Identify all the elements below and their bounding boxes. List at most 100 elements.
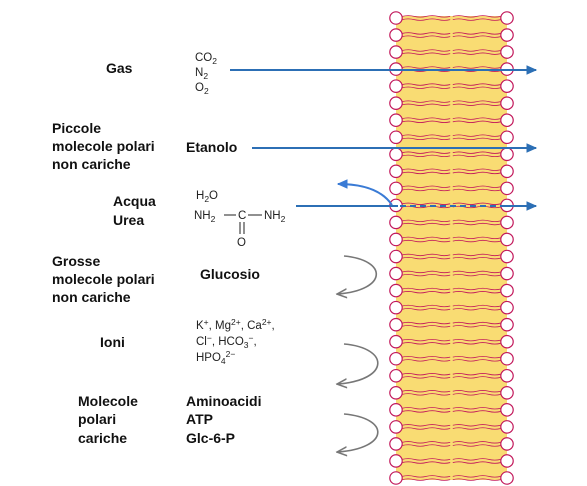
lipid-tail bbox=[452, 168, 501, 171]
lipid-tails bbox=[402, 15, 501, 481]
lipid-tail bbox=[452, 458, 501, 461]
lipid-tail bbox=[452, 338, 501, 342]
lipid-tail bbox=[452, 441, 501, 444]
lipid-tail bbox=[402, 478, 451, 481]
phospholipid-head bbox=[500, 130, 514, 145]
row-ions: Ioni K+, Mg2+, Ca2+, Cl−, HCO3−, HPO42− bbox=[100, 317, 379, 384]
lipid-tail bbox=[452, 100, 501, 103]
lipid-tail bbox=[452, 424, 501, 427]
lipid-tail bbox=[452, 171, 501, 175]
phospholipid-head bbox=[389, 386, 403, 400]
polar-heads-right bbox=[500, 11, 514, 485]
phospholipid-head bbox=[500, 45, 514, 59]
lipid-tail bbox=[402, 274, 451, 277]
label-small-polar-line3: non cariche bbox=[52, 156, 131, 172]
lipid-tail bbox=[452, 185, 501, 188]
phospholipid-head bbox=[389, 437, 403, 451]
phospholipid-head bbox=[500, 368, 514, 383]
lipid-tail bbox=[452, 236, 501, 240]
lipid-tail bbox=[452, 120, 501, 123]
lipid-bilayer bbox=[389, 11, 514, 485]
phospholipid-head bbox=[500, 147, 514, 162]
lipid-tail bbox=[402, 287, 451, 291]
lipid-tail bbox=[452, 15, 501, 18]
lipid-tail bbox=[402, 308, 451, 311]
lipid-tail bbox=[452, 256, 501, 260]
lipid-tail bbox=[402, 373, 451, 376]
label-large-polar-line2: molecole polari bbox=[52, 271, 155, 287]
hydrophobic-core bbox=[396, 16, 507, 480]
molecule-glucose: Glucosio bbox=[200, 266, 260, 282]
lipid-tail bbox=[402, 253, 451, 257]
lipid-tail bbox=[402, 15, 451, 18]
lipid-tail bbox=[452, 117, 501, 120]
molecule-amino-acids: Aminoacidi bbox=[186, 393, 261, 409]
phospholipid-head bbox=[389, 334, 403, 349]
ions-line-2: Cl−, HCO3−, bbox=[196, 333, 257, 350]
lipid-tail bbox=[452, 32, 501, 35]
lipid-tail bbox=[402, 66, 451, 69]
lipid-tail bbox=[402, 154, 451, 158]
phospholipid-head bbox=[500, 317, 514, 332]
lipid-tail bbox=[452, 86, 501, 89]
lipid-tail bbox=[452, 66, 501, 69]
lipid-tail bbox=[402, 185, 451, 188]
phospholipid-head bbox=[500, 471, 514, 485]
lipid-tail bbox=[402, 444, 451, 447]
label-charged-polar-line2: polari bbox=[78, 411, 116, 427]
phospholipid-head bbox=[389, 45, 403, 59]
phospholipid-head bbox=[500, 28, 514, 42]
lipid-tail bbox=[402, 168, 451, 171]
arrow-charged-bounces bbox=[338, 413, 379, 452]
lipid-tail bbox=[452, 390, 501, 393]
label-small-polar-line1: Piccole bbox=[52, 120, 101, 136]
lipid-tail bbox=[402, 100, 451, 103]
lipid-tail bbox=[452, 321, 501, 325]
formula-o2: O2 bbox=[195, 82, 209, 96]
lipid-tail bbox=[452, 325, 501, 328]
phospholipid-head bbox=[389, 181, 403, 196]
lipid-tail bbox=[402, 256, 451, 260]
label-urea: Urea bbox=[113, 212, 144, 228]
lipid-tail bbox=[452, 137, 501, 141]
lipid-tail bbox=[452, 427, 501, 430]
row-charged-polar: Molecole polari cariche Aminoacidi ATP G… bbox=[78, 393, 379, 452]
lipid-tail bbox=[402, 236, 451, 240]
lipid-tail bbox=[452, 18, 501, 21]
lipid-tail bbox=[402, 270, 451, 274]
lipid-tail bbox=[402, 291, 451, 294]
phospholipid-head bbox=[500, 403, 514, 417]
phospholipid-head bbox=[500, 181, 514, 196]
phospholipid-head bbox=[500, 351, 514, 366]
phospholipid-head bbox=[389, 28, 403, 42]
lipid-tail bbox=[402, 458, 451, 461]
lipid-tail bbox=[402, 18, 451, 21]
lipid-tail bbox=[402, 151, 451, 154]
label-gas: Gas bbox=[106, 60, 133, 76]
lipid-tail bbox=[402, 407, 451, 410]
phospholipid-head bbox=[389, 79, 403, 93]
lipid-tail bbox=[402, 325, 451, 328]
phospholipid-head bbox=[500, 215, 514, 230]
lipid-tail bbox=[402, 410, 451, 413]
phospholipid-head bbox=[500, 11, 514, 25]
phospholipid-head bbox=[500, 420, 514, 434]
label-large-polar-line3: non cariche bbox=[52, 289, 131, 305]
lipid-tail bbox=[452, 287, 501, 291]
lipid-tail bbox=[402, 342, 451, 345]
lipid-tail bbox=[402, 83, 451, 86]
lipid-tail bbox=[402, 441, 451, 444]
lipid-tail bbox=[402, 202, 451, 205]
lipid-tail bbox=[402, 461, 451, 464]
phospholipid-head bbox=[389, 317, 403, 332]
phospholipid-head bbox=[389, 164, 403, 179]
lipid-tail bbox=[402, 376, 451, 379]
label-small-polar-line2: molecole polari bbox=[52, 138, 155, 154]
lipid-tail bbox=[452, 35, 501, 38]
phospholipid-head bbox=[500, 300, 514, 315]
formula-urea: NH2 C NH2 O bbox=[194, 210, 286, 249]
phospholipid-head bbox=[389, 454, 403, 468]
lipid-tail bbox=[402, 239, 451, 243]
phospholipid-head bbox=[500, 164, 514, 179]
phospholipid-head bbox=[500, 334, 514, 349]
